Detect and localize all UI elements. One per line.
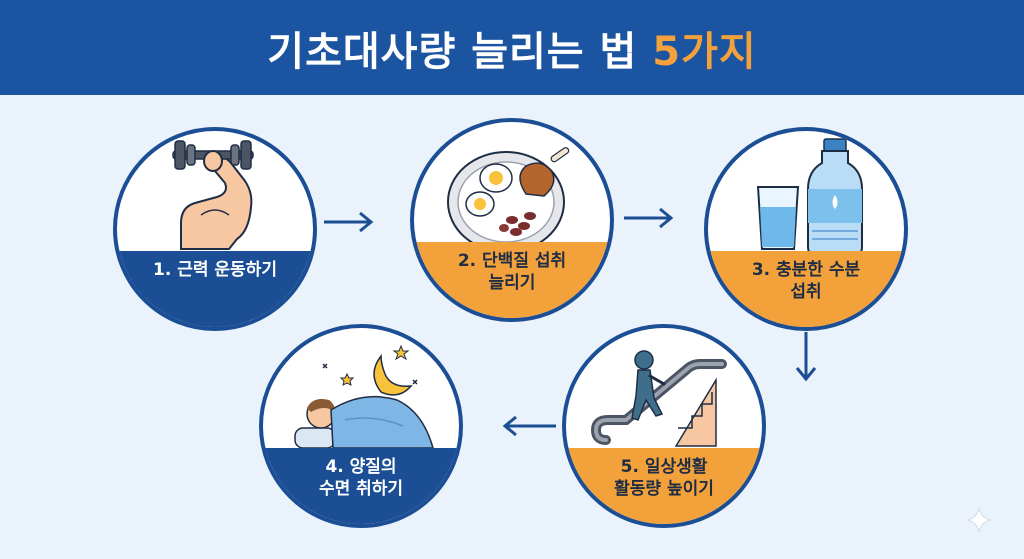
step-2-label-band: 2. 단백질 섭취 늘리기 [414, 242, 610, 318]
water-bottle-glass-icon [756, 138, 863, 256]
title-main: 기초대사량 늘리는 법 [267, 28, 653, 75]
step-2-line-2: 늘리기 [488, 273, 536, 293]
step-2-line-1: 2. 단백질 섭취 [457, 251, 567, 271]
step-3-line-1: 3. 충분한 수분 [751, 260, 861, 280]
step-1-label-band: 1. 근력 운동하기 [117, 251, 313, 327]
arrow-down-icon [795, 332, 817, 382]
escalator-climbing-icon [590, 350, 727, 447]
header-banner: 기초대사량 늘리는 법 5가지 [0, 0, 1024, 95]
arrow-left-icon [502, 415, 556, 437]
step-3-line-2: 섭취 [790, 282, 822, 302]
step-5-label-band: 5. 일상생활 활동량 높이기 [566, 448, 762, 524]
flexed-arm-dumbbell-icon [172, 140, 254, 250]
protein-plate-icon [447, 147, 570, 252]
step-4-quality-sleep: 4. 양질의 수면 취하기 [259, 324, 463, 528]
step-4-line-2: 수면 취하기 [318, 479, 404, 499]
arrow-right-icon-1 [324, 211, 374, 233]
step-5-line-2: 활동량 높이기 [614, 479, 714, 499]
step-4-line-1: 4. 양질의 [325, 457, 397, 477]
step-5-line-1: 5. 일상생활 [620, 457, 708, 477]
page-title: 기초대사량 늘리는 법 5가지 [267, 19, 756, 77]
step-1-line-1: 1. 근력 운동하기 [153, 260, 277, 280]
arrow-right-icon-2 [624, 207, 674, 229]
step-4-label-band: 4. 양질의 수면 취하기 [263, 448, 459, 524]
step-1-strength-training: 1. 근력 운동하기 [113, 127, 317, 331]
step-5-daily-activity: 5. 일상생활 활동량 높이기 [562, 324, 766, 528]
step-3-hydration: 3. 충분한 수분 섭취 [704, 127, 908, 331]
step-2-protein-intake: 2. 단백질 섭취 늘리기 [410, 118, 614, 322]
title-accent: 5가지 [652, 28, 757, 75]
sparkle-icon [966, 507, 992, 533]
step-3-label-band: 3. 충분한 수분 섭취 [708, 251, 904, 327]
sleeping-person-icon [294, 344, 434, 449]
